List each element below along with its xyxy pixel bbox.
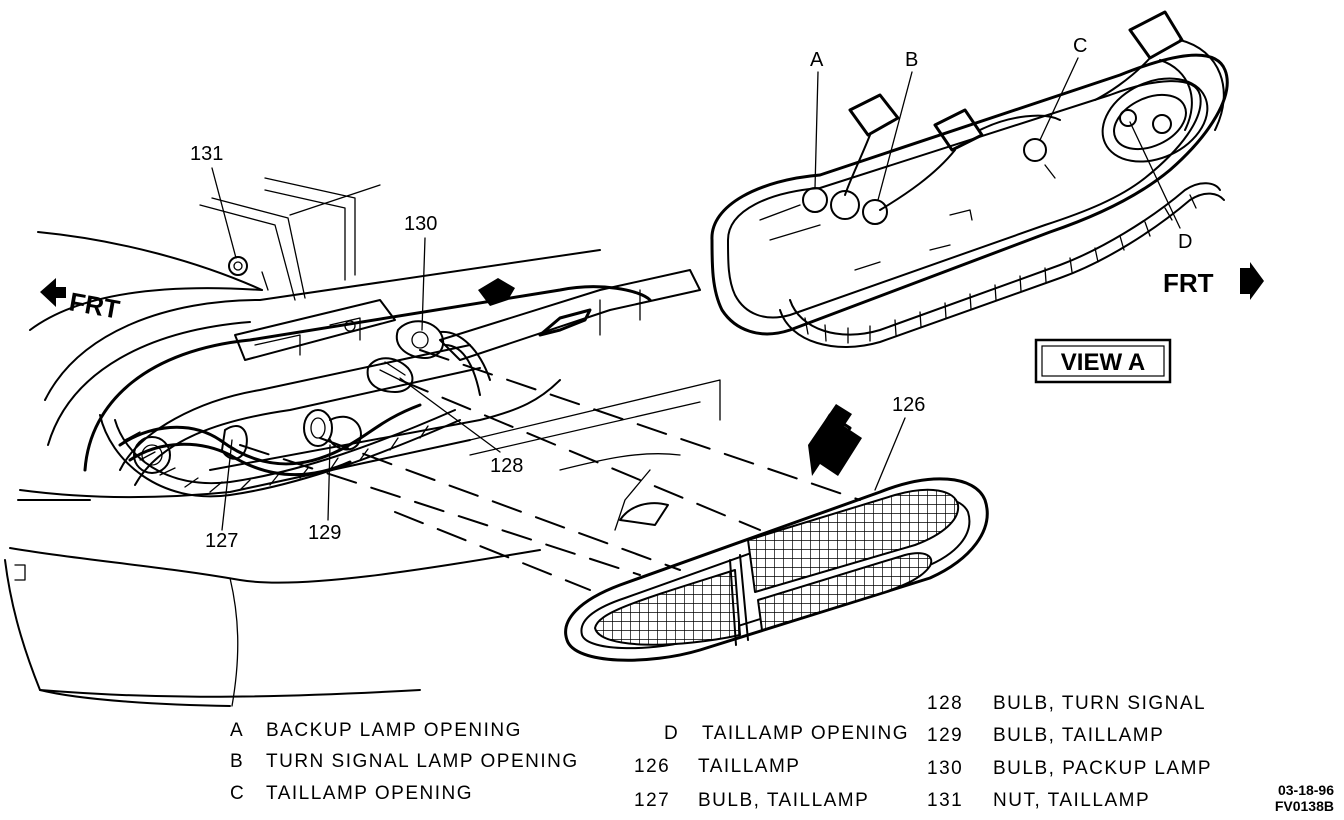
svg-text:130: 130 bbox=[927, 758, 963, 779]
front-label-right: FRT bbox=[1163, 268, 1214, 298]
bulb-129-socket bbox=[303, 409, 362, 451]
view-a-housing bbox=[710, 10, 1229, 348]
taillamp-126 bbox=[564, 477, 989, 662]
svg-text:BACKUP LAMP OPENING: BACKUP LAMP OPENING bbox=[266, 720, 522, 741]
legend-row-128: 128 BULB, TURN SIGNAL bbox=[927, 693, 1206, 714]
figure-date: 03-18-96 bbox=[1278, 782, 1334, 798]
svg-text:D: D bbox=[664, 723, 679, 744]
callout-128: 128 bbox=[490, 455, 523, 477]
view-a-label-box: VIEW A bbox=[1034, 338, 1172, 384]
svg-text:TURN SIGNAL LAMP OPENING: TURN SIGNAL LAMP OPENING bbox=[266, 751, 579, 772]
callout-B: B bbox=[905, 49, 918, 71]
svg-text:C: C bbox=[230, 783, 245, 804]
parts-legend: A BACKUP LAMP OPENING B TURN SIGNAL LAMP… bbox=[230, 693, 1212, 811]
svg-text:BULB, PACKUP LAMP: BULB, PACKUP LAMP bbox=[993, 758, 1212, 779]
svg-text:B: B bbox=[230, 751, 244, 772]
callouts: 131 130 126 128 127 129 A B C D bbox=[190, 35, 1192, 552]
front-label-left: FRT bbox=[67, 286, 122, 324]
legend-row-B: B TURN SIGNAL LAMP OPENING bbox=[230, 751, 579, 772]
bulb-127-socket bbox=[133, 425, 248, 474]
legend-row-127: 127 BULB, TAILLAMP bbox=[634, 790, 869, 811]
legend-row-131: 131 NUT, TAILLAMP bbox=[927, 790, 1150, 811]
svg-text:NUT, TAILLAMP: NUT, TAILLAMP bbox=[993, 790, 1150, 811]
svg-text:A: A bbox=[230, 720, 244, 741]
svg-text:129: 129 bbox=[927, 725, 963, 746]
callout-131: 131 bbox=[190, 143, 223, 165]
svg-text:127: 127 bbox=[634, 790, 670, 811]
legend-row-129: 129 BULB, TAILLAMP bbox=[927, 725, 1164, 746]
figure-id: FV0138B bbox=[1275, 798, 1334, 814]
svg-text:BULB, TURN SIGNAL: BULB, TURN SIGNAL bbox=[993, 693, 1206, 714]
callout-130: 130 bbox=[404, 213, 437, 235]
view-a-arrow: A bbox=[808, 404, 862, 476]
callout-C: C bbox=[1073, 35, 1087, 57]
legend-row-C: C TAILLAMP OPENING bbox=[230, 783, 473, 804]
svg-text:128: 128 bbox=[927, 693, 963, 714]
svg-text:126: 126 bbox=[634, 756, 670, 777]
svg-text:TAILLAMP: TAILLAMP bbox=[698, 756, 800, 777]
front-arrow-right: FRT bbox=[1163, 262, 1264, 300]
direction-hatch-arrow bbox=[478, 278, 515, 306]
legend-row-A: A BACKUP LAMP OPENING bbox=[230, 720, 522, 741]
vehicle-rear-body bbox=[4, 177, 721, 707]
front-arrow-left: FRT bbox=[40, 278, 122, 325]
legend-row-126: 126 TAILLAMP bbox=[634, 756, 800, 777]
legend-row-130: 130 BULB, PACKUP LAMP bbox=[927, 758, 1212, 779]
explosion-lines bbox=[239, 349, 861, 591]
callout-127: 127 bbox=[205, 530, 238, 552]
view-a-label: VIEW A bbox=[1061, 349, 1145, 376]
callout-129: 129 bbox=[308, 522, 341, 544]
figure-code: 03-18-96 FV0138B bbox=[1275, 782, 1334, 814]
svg-text:TAILLAMP OPENING: TAILLAMP OPENING bbox=[702, 723, 909, 744]
legend-row-D: D TAILLAMP OPENING bbox=[664, 723, 909, 744]
callout-A: A bbox=[810, 49, 824, 71]
svg-text:BULB, TAILLAMP: BULB, TAILLAMP bbox=[698, 790, 869, 811]
callout-126: 126 bbox=[892, 394, 925, 416]
svg-text:131: 131 bbox=[927, 790, 963, 811]
nut-131 bbox=[228, 256, 269, 291]
svg-text:BULB, TAILLAMP: BULB, TAILLAMP bbox=[993, 725, 1164, 746]
callout-D: D bbox=[1178, 231, 1192, 253]
svg-text:TAILLAMP OPENING: TAILLAMP OPENING bbox=[266, 783, 473, 804]
